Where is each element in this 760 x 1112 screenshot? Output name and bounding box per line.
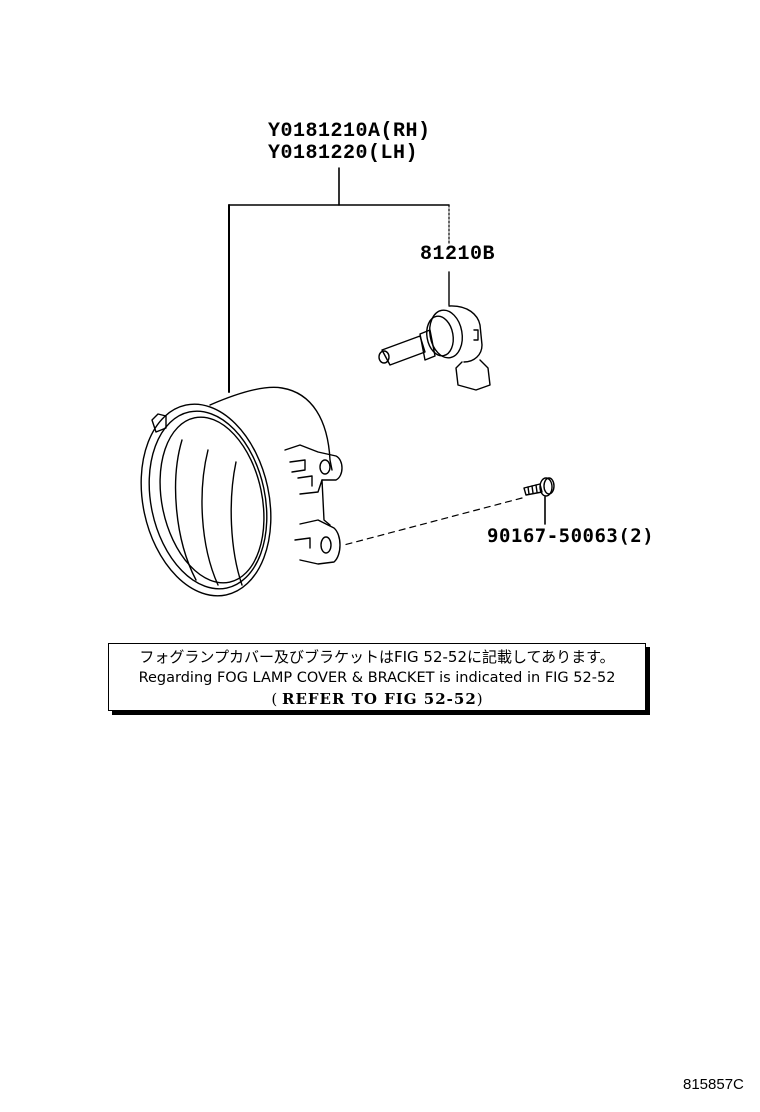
figure-id: 815857C: [683, 1076, 744, 1093]
note-reference[interactable]: ( REFER TO FIG 52-52): [109, 690, 645, 708]
bulb-part-number: 81210B: [420, 243, 496, 266]
note-ref-open: (: [271, 690, 282, 708]
lamp-part-number-lh: Y0181220(LH): [268, 142, 419, 165]
bolt-icon: [523, 477, 555, 525]
note-japanese: フォグランプカバー及びブラケットはFIG 52-52に記載してあります。: [139, 648, 615, 666]
lamp-leader-lines: [228, 167, 450, 393]
lamp-part-number-rh: Y0181210A(RH): [268, 120, 431, 143]
install-path-line: [343, 497, 523, 546]
reference-note-box: フォグランプカバー及びブラケットはFIG 52-52に記載してあります。 Reg…: [108, 643, 646, 711]
bulb-icon: [378, 305, 491, 391]
note-ref-close: ): [476, 690, 483, 708]
fog-lamp-icon: [140, 386, 343, 597]
note-ref-link[interactable]: REFER TO FIG 52-52: [281, 690, 477, 708]
note-english: Regarding FOG LAMP COVER & BRACKET is in…: [138, 670, 616, 686]
bolt-part-number: 90167-50063(2): [487, 525, 655, 547]
